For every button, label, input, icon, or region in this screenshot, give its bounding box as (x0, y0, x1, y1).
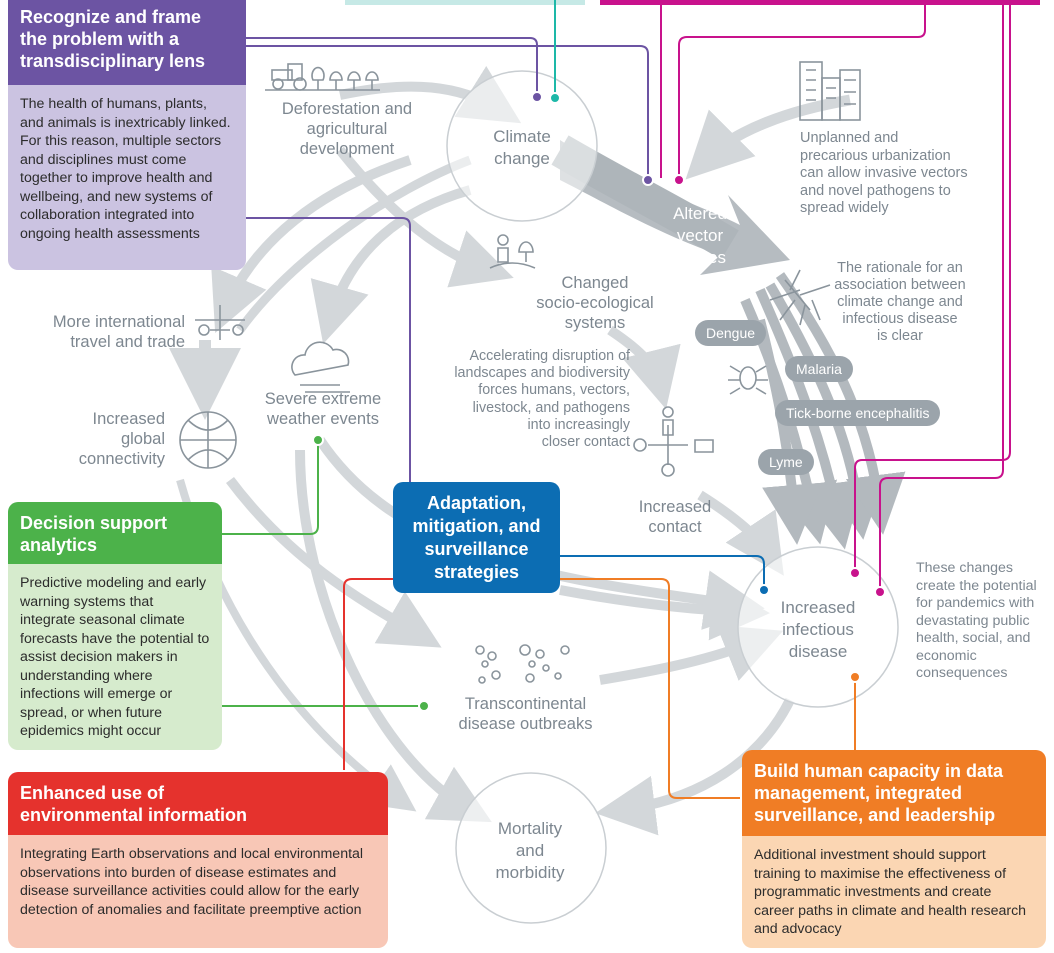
dot-infectious-magenta-1 (849, 567, 861, 579)
arrow-climate-to-weather-left (211, 155, 412, 333)
mortality-label: Mortality and morbidity (495, 819, 565, 882)
arrow-urbanization-to-vector (685, 94, 851, 180)
climate-change-label: Climate change (493, 127, 551, 168)
dot-infectious-blue (758, 584, 770, 596)
dot-climate-teal (549, 92, 561, 104)
changed-socio-label: Changed socio-ecological systems (536, 274, 654, 332)
deforestation-label: Deforestation and agricultural developme… (281, 100, 413, 158)
arrow-socio-to-contact (607, 325, 681, 410)
decision-title: Decision support analytics (8, 502, 222, 564)
line-adaptation-to-build (540, 578, 740, 799)
pathogen-icon (475, 644, 570, 684)
increased-contact-label: Increased contact (638, 498, 712, 536)
tractor-icon (271, 63, 307, 91)
build-body: Additional investment should support tra… (742, 836, 1046, 948)
mortality-circle (455, 772, 607, 924)
international-travel-label: More international travel and trade (52, 313, 185, 351)
contact-icon (633, 406, 714, 477)
arrow-transcontinental-to-infectious (599, 625, 784, 685)
arrow-weather-to-mortality (295, 449, 492, 823)
disease-pill-malaria: Malaria (785, 356, 853, 382)
arrow-climate-to-travel (236, 155, 472, 333)
increased-infectious-label: Increased infectious disease (780, 598, 856, 661)
dot-infectious-magenta-2 (874, 586, 886, 598)
dot-vector-magenta (673, 174, 685, 186)
top-teal-strip (345, 0, 585, 5)
climate-change-circle (446, 70, 598, 222)
line-magenta-3 (854, 0, 1011, 572)
line-recognize-to-adaptation (245, 217, 411, 492)
rationale-label: The rationale for an association between… (834, 260, 966, 344)
enhanced-title: Enhanced use of environmental informatio… (8, 772, 388, 835)
altered-vector-label: Altered vector ranges (673, 204, 727, 267)
people-tree-icon (489, 234, 536, 269)
arrow-contact-to-infectious (697, 490, 784, 576)
line-decision-to-weather (220, 442, 319, 535)
recognize-title: Recognize and frame the problem with a t… (8, 0, 246, 85)
transcontinental-label: Transcontinental disease outbreaks (458, 695, 593, 733)
airplane-icon (195, 305, 245, 340)
build-title: Build human capacity in data management,… (742, 750, 1046, 836)
dot-infectious-orange (849, 671, 861, 683)
dot-vector-purple (642, 174, 654, 186)
global-connectivity-label: Increased global connectivity (78, 410, 165, 468)
decision-body: Predictive modeling and early warning sy… (8, 564, 222, 750)
dot-weather-green (312, 434, 324, 446)
dot-climate-purple (531, 91, 543, 103)
top-magenta-strip (600, 0, 1040, 5)
dot-transcontinental-green (418, 700, 430, 712)
disease-pill-dengue: Dengue (695, 320, 767, 346)
cloud-storm-icon (291, 341, 350, 393)
these-changes-label: These changes create the potential for p… (916, 560, 1037, 681)
arrow-adaptation-to-infectious (559, 580, 770, 641)
line-recognize-to-climate (245, 37, 538, 95)
severe-weather-label: Severe extreme weather events (264, 390, 382, 428)
urbanization-label: Unplanned and precarious urbanization ca… (800, 130, 968, 216)
adaptation-box: Adaptation, mitigation, and surveillance… (393, 482, 560, 593)
arrow-climate-to-severe-weather (310, 185, 472, 345)
line-adaptation-to-enhanced (343, 578, 410, 770)
tick-icon (728, 365, 768, 395)
line-recognize-to-vector (245, 45, 649, 178)
disease-pill-tick-borne: Tick-borne encephalitis (775, 400, 941, 426)
disease-pill-lyme: Lyme (758, 449, 814, 475)
arrow-connectivity-to-transcontinental (226, 476, 442, 648)
line-magenta-2 (678, 0, 926, 178)
accelerating-label: Accelerating disruption of landscapes an… (454, 348, 630, 451)
tree-icon (265, 66, 380, 91)
globe-icon (179, 411, 237, 469)
buildings-icon (799, 61, 861, 121)
recognize-body: The health of humans, plants, and animal… (8, 85, 246, 270)
infectious-disease-circle (737, 546, 899, 708)
enhanced-body: Integrating Earth observations and local… (8, 835, 388, 948)
line-adaptation-to-infectious (560, 555, 765, 590)
line-magenta-4 (879, 0, 1004, 592)
mosquito-icon (769, 269, 831, 326)
arrow-deforestation-to-socio (336, 146, 514, 288)
arrow-infectious-to-mortality (595, 697, 795, 836)
